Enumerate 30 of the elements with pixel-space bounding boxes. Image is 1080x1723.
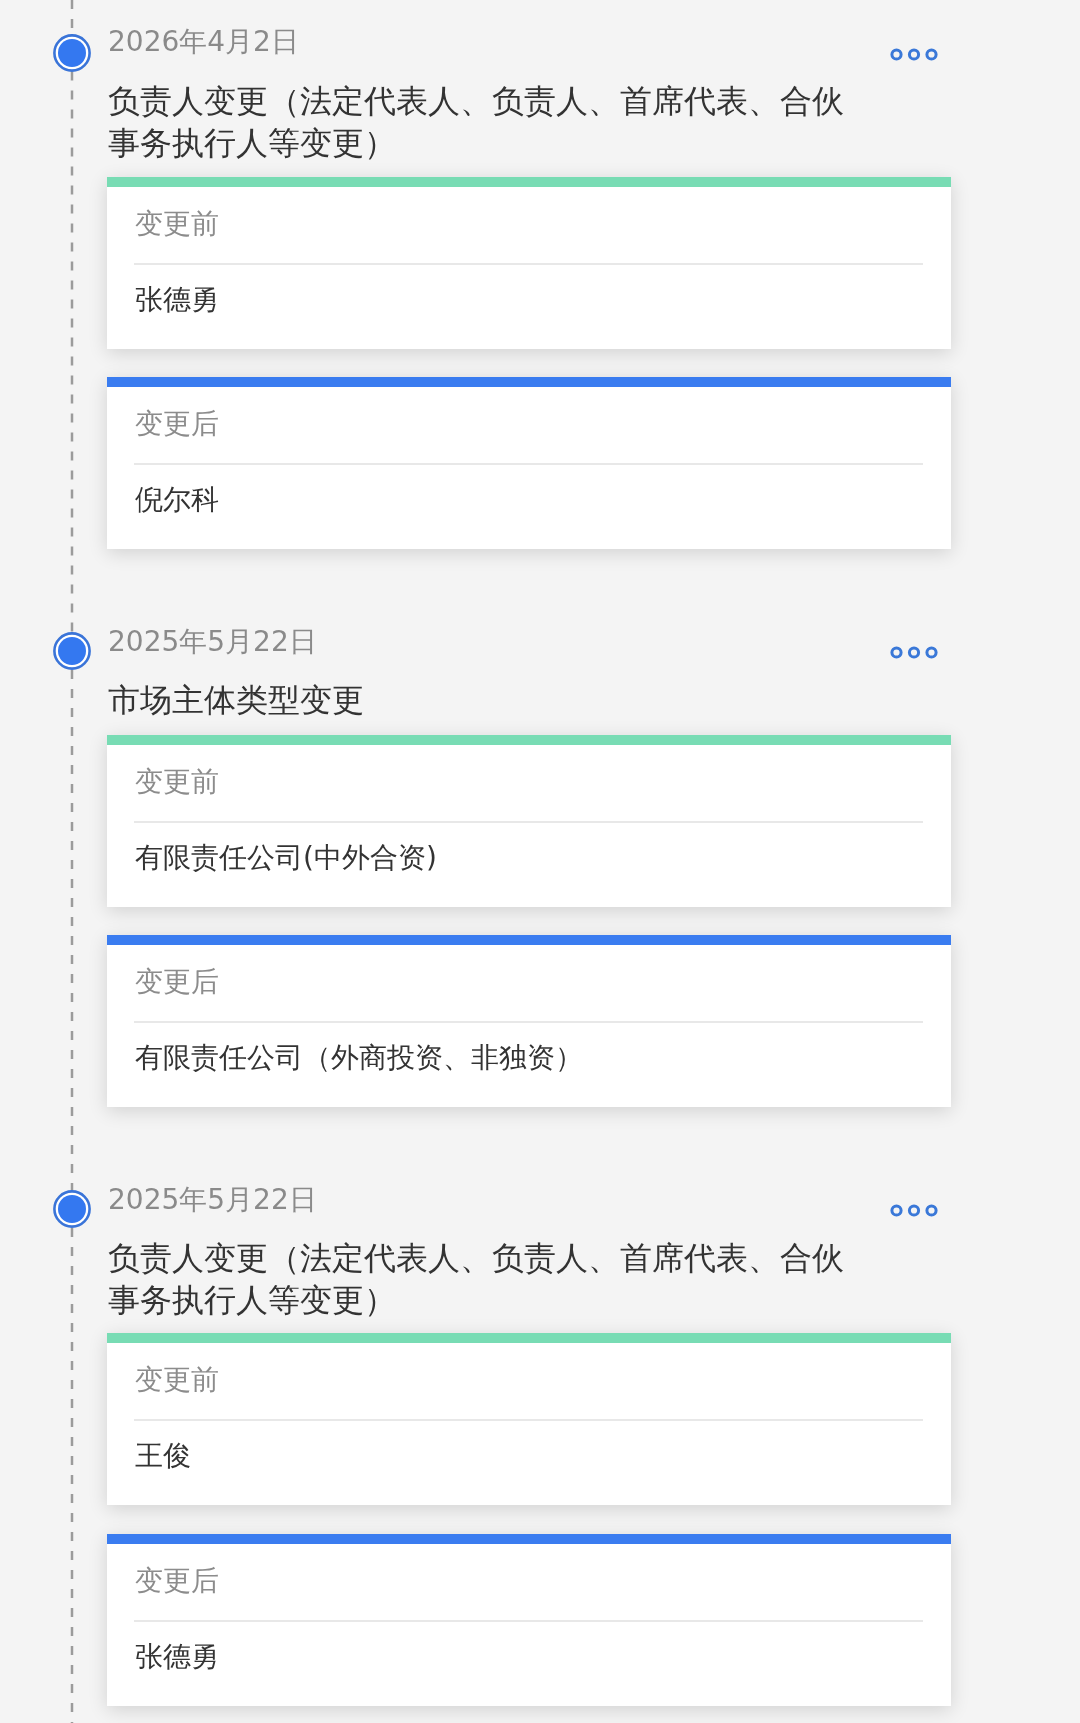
entry-title: 市场主体类型变更 [108, 680, 365, 721]
change-card [107, 1333, 951, 1505]
field-label: 变更后 [135, 1563, 219, 1598]
timeline-dot [53, 632, 91, 670]
field-value: 张德勇 [135, 282, 219, 317]
change-card [107, 1533, 951, 1706]
field-value: 王俊 [135, 1439, 191, 1473]
date-text: 2025年5月22日 [108, 624, 317, 659]
change-card [107, 734, 951, 907]
field-label: 变更前 [135, 1363, 219, 1397]
field-value: 倪尔科 [135, 483, 219, 517]
field-label: 变更后 [135, 965, 219, 999]
change-card [107, 176, 951, 349]
field-label: 变更后 [135, 407, 219, 441]
timeline-line [70, 670, 74, 1190]
field-label: 变更前 [135, 206, 219, 241]
change-card [107, 935, 951, 1107]
entry-title: 负责人变更（法定代表人、负责人、首席代表、合伙事务执行人等变更） [108, 81, 845, 164]
timeline-line [70, 71, 74, 632]
field-value: 张德勇 [135, 1639, 219, 1674]
date-text: 2025年5月22日 [108, 1183, 317, 1217]
entry-title: 负责人变更（法定代表人、负责人、首席代表、合伙事务执行人等变更） [108, 1238, 845, 1321]
change-card [107, 377, 951, 549]
field-value: 有限责任公司（外商投资、非独资） [135, 1041, 583, 1075]
field-value: 有限责任公司(中外合资) [135, 840, 437, 875]
date-text: 2026年4月2日 [108, 25, 299, 59]
timeline-dot [53, 33, 91, 72]
timeline-line [70, 1228, 74, 1723]
timeline-dot [53, 1190, 91, 1228]
field-label: 变更前 [135, 764, 219, 799]
